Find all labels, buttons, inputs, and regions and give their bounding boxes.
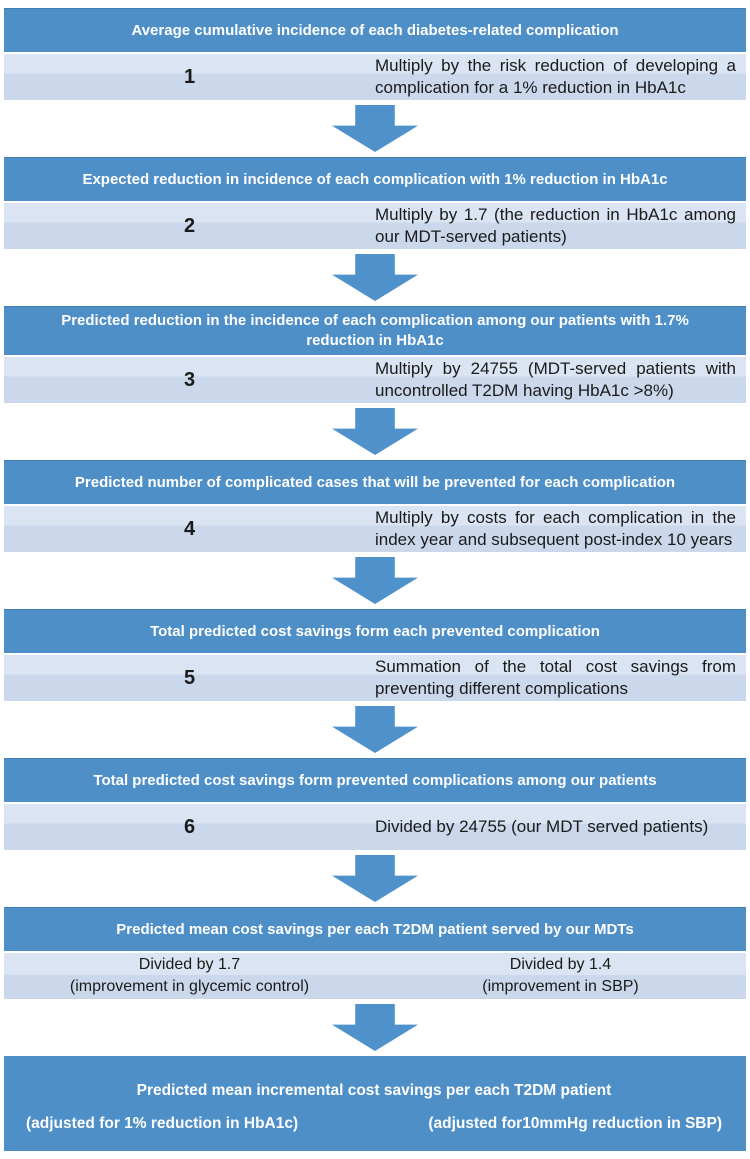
- divided-by-glycemic-note: (improvement in glycemic control): [69, 978, 310, 995]
- step-6-number: 6: [183, 815, 196, 838]
- step-2-body: 2 Multiply by 1.7 (the reduction in HbA1…: [4, 203, 746, 249]
- arrow-zone-6: [4, 850, 746, 907]
- step-2-description: Multiply by 1.7 (the reduction in HbA1c …: [375, 205, 736, 246]
- step-4-number: 4: [183, 517, 196, 540]
- adjusted-sbp-label: (adjusted for10mmHg reduction in SBP): [428, 1115, 722, 1132]
- arrow-zone-7: [4, 999, 746, 1056]
- step-5-description: Summation of the total cost savings from…: [375, 657, 736, 698]
- final-result-title: Predicted mean incremental cost savings …: [136, 1082, 612, 1099]
- step-7-left-column: Divided by 1.7 (improvement in glycemic …: [4, 953, 375, 999]
- step-section-7: Predicted mean cost savings per each T2D…: [4, 907, 746, 1056]
- step-1-number: 1: [183, 65, 196, 88]
- step-2-number: 2: [183, 214, 196, 237]
- arrow-zone-2: [4, 249, 746, 306]
- arrow-zone-5: [4, 701, 746, 758]
- step-3-body: 3 Multiply by 24755 (MDT-served patients…: [4, 357, 746, 403]
- step-5-number: 5: [183, 666, 196, 689]
- step-7-right-column: Divided by 1.4 (improvement in SBP): [375, 953, 746, 999]
- step-7-body: Divided by 1.7 (improvement in glycemic …: [4, 953, 746, 999]
- step-4-description: Multiply by costs for each complication …: [375, 508, 736, 549]
- down-arrow-icon: [332, 408, 418, 455]
- step-5-header: Total predicted cost savings form each p…: [4, 609, 746, 653]
- down-arrow-icon: [332, 105, 418, 152]
- step-6-header: Total predicted cost savings form preven…: [4, 758, 746, 802]
- divided-by-sbp-value: Divided by 1.4: [509, 956, 612, 973]
- arrow-zone-4: [4, 552, 746, 609]
- step-section-2: Expected reduction in incidence of each …: [4, 157, 746, 306]
- step-3-description: Multiply by 24755 (MDT-served patients w…: [375, 359, 736, 400]
- step-6-body: 6 Divided by 24755 (our MDT served patie…: [4, 804, 746, 850]
- step-5-body: 5 Summation of the total cost savings fr…: [4, 655, 746, 701]
- step-2-header: Expected reduction in incidence of each …: [4, 157, 746, 201]
- step-6-description: Divided by 24755 (our MDT served patient…: [375, 817, 709, 836]
- step-3-header: Predicted reduction in the incidence of …: [4, 306, 746, 355]
- step-1-body: 1 Multiply by the risk reduction of deve…: [4, 54, 746, 100]
- divided-by-sbp-note: (improvement in SBP): [482, 978, 639, 995]
- step-3-number: 3: [183, 368, 196, 391]
- down-arrow-icon: [332, 706, 418, 753]
- step-4-body: 4 Multiply by costs for each complicatio…: [4, 506, 746, 552]
- step-section-6: Total predicted cost savings form preven…: [4, 758, 746, 907]
- step-section-4: Predicted number of complicated cases th…: [4, 460, 746, 609]
- arrow-zone-1: [4, 100, 746, 157]
- step-1-header: Average cumulative incidence of each dia…: [4, 8, 746, 52]
- step-section-1: Average cumulative incidence of each dia…: [4, 8, 746, 157]
- step-section-5: Total predicted cost savings form each p…: [4, 609, 746, 758]
- arrow-zone-3: [4, 403, 746, 460]
- final-result-adjustments: (adjusted for 1% reduction in HbA1c) (ad…: [26, 1114, 722, 1133]
- step-4-header: Predicted number of complicated cases th…: [4, 460, 746, 504]
- adjusted-hba1c-label: (adjusted for 1% reduction in HbA1c): [26, 1115, 299, 1132]
- step-1-description: Multiply by the risk reduction of develo…: [375, 56, 736, 97]
- step-section-3: Predicted reduction in the incidence of …: [4, 306, 746, 460]
- down-arrow-icon: [332, 254, 418, 301]
- down-arrow-icon: [332, 557, 418, 604]
- down-arrow-icon: [332, 855, 418, 902]
- final-result-box: Predicted mean incremental cost savings …: [4, 1056, 746, 1151]
- down-arrow-icon: [332, 1004, 418, 1051]
- step-7-header: Predicted mean cost savings per each T2D…: [4, 907, 746, 951]
- divided-by-glycemic-value: Divided by 1.7: [138, 956, 241, 973]
